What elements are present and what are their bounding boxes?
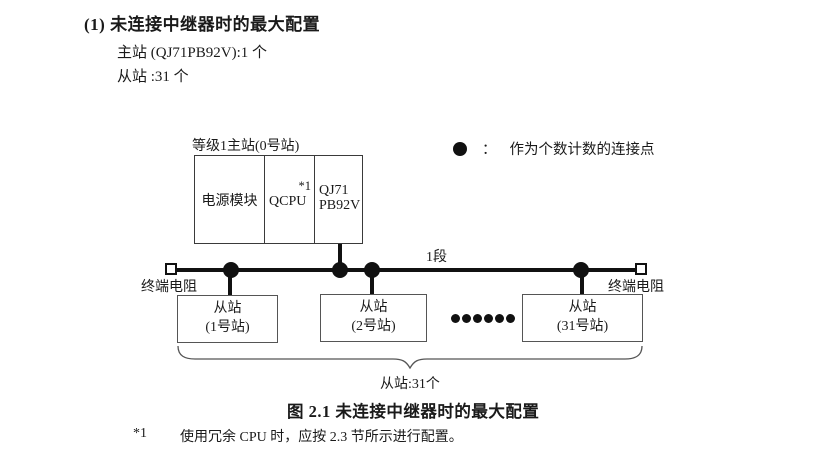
terminating-resistor-icon-left (165, 263, 177, 275)
master-station-label: 等级1主站(0号站) (192, 139, 300, 154)
power-module-cell: 电源模块 (195, 156, 264, 243)
cpu-cell: *1 QCPU (264, 156, 314, 243)
connection-point-dot (364, 262, 380, 278)
slave1-drop-line (228, 270, 232, 296)
slave31-drop-line (580, 270, 584, 295)
connection-point-icon (453, 141, 467, 156)
terminating-resistor-icon-right (635, 263, 647, 275)
slaves-brace (177, 346, 643, 370)
ellipsis-dots (451, 314, 515, 323)
bus-segment-line (176, 268, 636, 272)
terminating-resistor-label-left: 终端电阻 (141, 280, 197, 295)
master-drop-line (338, 244, 342, 271)
footnote-marker: *1 (133, 426, 147, 441)
connection-point-dot (332, 262, 348, 278)
slave-station-name: 从站 (213, 301, 242, 317)
connection-point-dot (223, 262, 239, 278)
connection-point-dot (573, 262, 589, 278)
pb92v-label-line1: QJ71 (319, 183, 349, 198)
segment-label: 1段 (426, 250, 447, 265)
terminating-resistor-label-right: 终端电阻 (608, 280, 664, 295)
section-heading: (1) 未连接中继器时的最大配置 (84, 15, 321, 34)
cpu-label: QCPU (269, 194, 307, 209)
slave-count-line: 从站 :31 个 (117, 69, 189, 85)
legend: ： 作为个数计数的连接点 (453, 138, 655, 159)
brace-label: 从站:31个 (380, 377, 440, 392)
master-count-line: 主站 (QJ71PB92V):1 个 (117, 45, 268, 61)
pb92v-label-line2: PB92V (319, 198, 361, 214)
slave-station-2-box: 从站 (2号站) (320, 294, 427, 342)
legend-text: 作为个数计数的连接点 (509, 142, 655, 158)
slave2-drop-line (370, 270, 374, 295)
footnote-text: 使用冗余 CPU 时，应按 2.3 节所示进行配置。 (180, 430, 463, 445)
slave-station-1-box: 从站 (1号站) (177, 295, 278, 343)
figure-caption: 图 2.1 未连接中继器时的最大配置 (287, 402, 540, 421)
slave-station-number: (2号站) (351, 319, 396, 334)
slave-station-name: 从站 (359, 300, 388, 316)
footnote: *1 使用冗余 CPU 时，应按 2.3 节所示进行配置。 (133, 426, 463, 446)
master-station-box: 电源模块 *1 QCPU QJ71 PB92V (194, 155, 363, 244)
slave-station-31-box: 从站 (31号站) (522, 294, 643, 342)
power-module-label: 电源模块 (201, 193, 258, 209)
pb92v-cell: QJ71 PB92V (314, 156, 362, 243)
legend-colon: ： (482, 142, 497, 158)
slave-station-number: (31号站) (556, 319, 609, 334)
slave-station-number: (1号站) (205, 320, 250, 335)
cpu-footnote-marker: *1 (298, 179, 312, 193)
slave-station-name: 从站 (568, 300, 597, 316)
